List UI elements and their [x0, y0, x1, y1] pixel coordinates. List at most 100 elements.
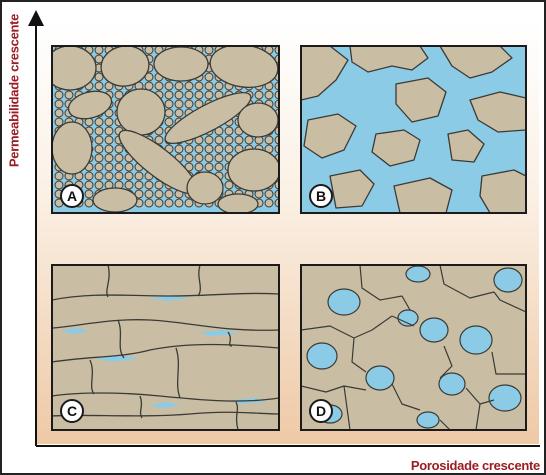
small-grain [135, 172, 143, 180]
small-grain [185, 145, 193, 153]
small-grain [95, 181, 103, 189]
small-grain [165, 190, 173, 198]
small-grain [115, 145, 123, 153]
panel-c-grains [52, 265, 279, 430]
small-grain [175, 145, 183, 153]
small-grain [95, 172, 103, 180]
small-grain [165, 118, 173, 126]
small-grain [205, 136, 213, 144]
small-grain [225, 127, 233, 135]
small-grain [105, 163, 113, 171]
small-grain [155, 82, 163, 90]
small-grain [145, 190, 153, 198]
small-grain [105, 136, 113, 144]
small-grain [85, 172, 93, 180]
small-grain [55, 109, 63, 117]
small-grain [55, 172, 63, 180]
small-grain [105, 127, 113, 135]
small-grain [95, 46, 103, 54]
small-grain [95, 82, 103, 90]
y-axis-label: Permeabilidade crescente [7, 0, 22, 191]
small-grain [145, 199, 153, 207]
small-grain [205, 154, 213, 162]
small-grain [115, 163, 123, 171]
panel-d-grains [301, 265, 526, 430]
small-grain [215, 163, 223, 171]
small-grain [205, 73, 213, 81]
small-grain [185, 100, 193, 108]
small-grain [205, 145, 213, 153]
small-grain [205, 163, 213, 171]
small-grain [125, 172, 133, 180]
small-grain [145, 181, 153, 189]
small-grain [55, 181, 63, 189]
small-grain [85, 190, 93, 198]
small-grain [145, 46, 153, 54]
small-grain [215, 145, 223, 153]
small-grain [165, 109, 173, 117]
small-grain [145, 82, 153, 90]
small-grain [195, 82, 203, 90]
small-grain [235, 136, 243, 144]
small-grain [155, 190, 163, 198]
small-grain [85, 181, 93, 189]
small-grain [95, 163, 103, 171]
small-grain [95, 127, 103, 135]
small-grain [265, 136, 273, 144]
small-grain [265, 199, 273, 207]
small-grain [205, 46, 213, 54]
small-grain [105, 172, 113, 180]
small-grain [95, 145, 103, 153]
small-grain [105, 154, 113, 162]
small-grain [195, 91, 203, 99]
small-grain [175, 100, 183, 108]
small-grain [95, 136, 103, 144]
small-grain [165, 82, 173, 90]
small-grain [185, 91, 193, 99]
small-grain [185, 82, 193, 90]
small-grain [225, 145, 233, 153]
small-grain [115, 172, 123, 180]
small-grain [105, 118, 113, 126]
small-grain [225, 181, 233, 189]
panel-a-label: A [67, 188, 77, 204]
small-grain [165, 91, 173, 99]
small-grain [195, 145, 203, 153]
small-grain [65, 91, 73, 99]
small-grain [255, 91, 263, 99]
small-grain [195, 154, 203, 162]
small-grain [135, 181, 143, 189]
small-grain [175, 109, 183, 117]
small-grain [95, 118, 103, 126]
small-grain [165, 100, 173, 108]
small-grain [165, 199, 173, 207]
small-grain [125, 181, 133, 189]
small-grain [185, 154, 193, 162]
small-grain [95, 73, 103, 81]
x-axis-label: Porosidade crescente [411, 458, 540, 473]
small-grain [55, 100, 63, 108]
small-grain [215, 154, 223, 162]
panel-c-label: C [67, 403, 77, 419]
small-grain [85, 199, 93, 207]
small-grain [265, 91, 273, 99]
small-grain [195, 163, 203, 171]
small-grain [125, 163, 133, 171]
small-grain [155, 199, 163, 207]
small-grain [175, 199, 183, 207]
small-grain [245, 136, 253, 144]
small-grain [225, 136, 233, 144]
small-grain [105, 145, 113, 153]
small-grain [185, 199, 193, 207]
small-grain [215, 82, 223, 90]
small-grain [115, 154, 123, 162]
panel-b-grains [301, 46, 526, 213]
small-grain [55, 91, 63, 99]
small-grain [175, 82, 183, 90]
small-grain [215, 136, 223, 144]
small-grain [205, 91, 213, 99]
small-grain [205, 82, 213, 90]
panel-b-label: B [316, 188, 326, 204]
